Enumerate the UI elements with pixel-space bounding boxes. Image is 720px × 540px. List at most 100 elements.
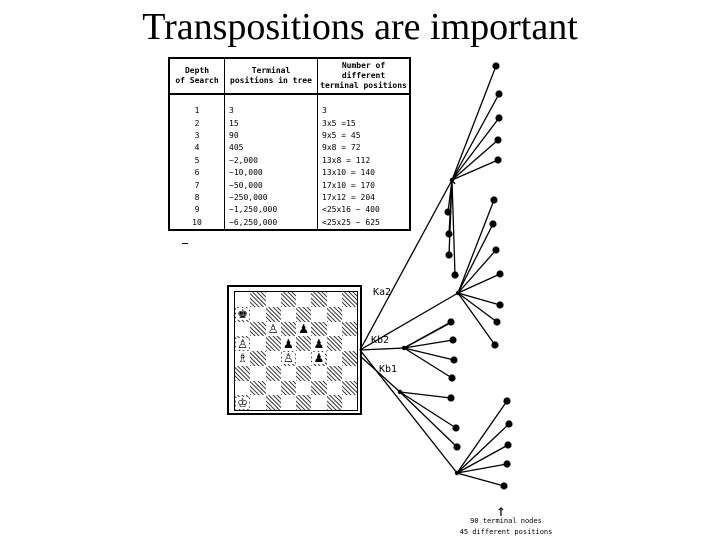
tree-edge	[399, 391, 458, 448]
tree-node	[447, 394, 455, 402]
table-cell: 90	[224, 129, 318, 143]
table-cell: 3	[322, 106, 327, 116]
tree-edge	[457, 273, 501, 294]
table-cell: 7	[169, 179, 225, 192]
header-depth: Depth of Search	[169, 58, 225, 95]
tree-edge	[456, 463, 508, 474]
slide-title: Transpositions are important	[142, 6, 578, 48]
tree-edge	[403, 347, 455, 361]
header-terminal-positions: Terminal positions in tree	[224, 58, 318, 95]
tree-edge	[399, 391, 452, 399]
move-label-kb1: Kb1	[379, 364, 397, 375]
table-cell: ~1,250,000	[224, 204, 318, 217]
chess-piece-icon: ♔	[236, 395, 249, 410]
table-cell: 3x5 =15	[322, 118, 356, 128]
tree-edge	[403, 339, 454, 349]
board-square	[341, 321, 357, 337]
tree-node	[491, 341, 499, 349]
tree-edge	[359, 179, 453, 351]
board-square	[341, 292, 357, 307]
chess-piece-icon: ♗	[236, 351, 249, 366]
tree-edge	[457, 292, 498, 323]
table-cell: 9x5 = 45	[322, 130, 361, 140]
board-square: ♙	[235, 336, 251, 351]
move-label-ka2: Ka2	[373, 287, 391, 298]
tree-edge	[456, 472, 505, 487]
board-square	[296, 336, 312, 351]
board-square	[280, 380, 296, 396]
tree-node	[495, 114, 503, 122]
tree-nodes	[397, 62, 513, 490]
tree-edge	[451, 179, 456, 276]
board-square	[235, 365, 251, 381]
tree-node	[505, 420, 513, 428]
board-square	[250, 292, 266, 307]
tree-node	[448, 374, 456, 382]
tree-edge	[403, 347, 453, 379]
tree-edge	[451, 65, 497, 181]
table-cell: 2	[169, 117, 225, 130]
table-cell: 15	[224, 117, 318, 130]
table-cell: 1	[169, 94, 225, 118]
table-cell: ~6,250,000	[224, 216, 318, 230]
chess-piece-icon: ♟	[312, 351, 326, 366]
tree-node	[450, 356, 458, 364]
board-square: ♙	[266, 322, 281, 337]
table-cell: 13x10 = 140	[322, 168, 375, 178]
note-terminal-nodes: 90 terminal nodes	[470, 517, 542, 525]
board-square	[265, 395, 281, 410]
board-square: ♟	[296, 322, 311, 337]
board-square	[311, 292, 327, 307]
tree-node	[455, 290, 461, 296]
board-square	[250, 380, 266, 396]
tree-edge	[457, 292, 501, 306]
table-cell: 17x12 = 204	[322, 192, 375, 202]
move-label-kb2: Kb2	[371, 335, 389, 346]
tree-node	[490, 196, 498, 204]
board-square	[326, 306, 342, 322]
table-cell: 3	[224, 94, 318, 118]
tree-edge	[456, 423, 510, 474]
table-cell: <25x16 ~ 400	[322, 205, 380, 215]
tree-node	[454, 470, 460, 476]
table-row: 9~1,250,000 <25x16 ~ 400	[169, 204, 410, 217]
table-cell: 8	[169, 191, 225, 205]
tree-edge	[451, 139, 499, 181]
tree-node	[504, 441, 512, 449]
tree-node	[492, 246, 500, 254]
search-depth-table: Depth of Search Terminal positions in tr…	[168, 57, 411, 231]
table-cell: 6	[169, 166, 225, 180]
tree-edge	[456, 444, 509, 474]
tree-node	[496, 270, 504, 278]
board-square: ♗	[235, 351, 250, 366]
tree-edge	[403, 321, 453, 349]
table-cell: 9	[169, 204, 225, 217]
table-cell: 3	[169, 129, 225, 143]
board-square	[296, 395, 312, 410]
tree-edge	[451, 159, 499, 181]
table-cell: 13x8 = 112	[322, 155, 371, 165]
tree-node	[451, 271, 459, 279]
chess-piece-icon: ♙	[266, 321, 280, 336]
chess-diagram-frame: ♚♙♟♙♟♟♗♙♟♔	[227, 285, 362, 415]
board-square: ♟	[311, 351, 327, 366]
board-square	[250, 321, 266, 337]
board-square	[280, 321, 296, 337]
tree-edge	[457, 199, 495, 294]
chess-piece-icon: ♟	[281, 336, 295, 351]
board-square	[326, 336, 342, 351]
tree-edge	[359, 355, 401, 393]
tree-node	[444, 208, 452, 216]
tree-node	[493, 318, 501, 326]
board-square	[280, 292, 296, 307]
board-square	[326, 395, 342, 410]
tree-node	[500, 482, 508, 490]
chess-piece-icon: ♟	[312, 336, 326, 351]
table-cell: <25x25 ~ 625	[322, 217, 380, 227]
